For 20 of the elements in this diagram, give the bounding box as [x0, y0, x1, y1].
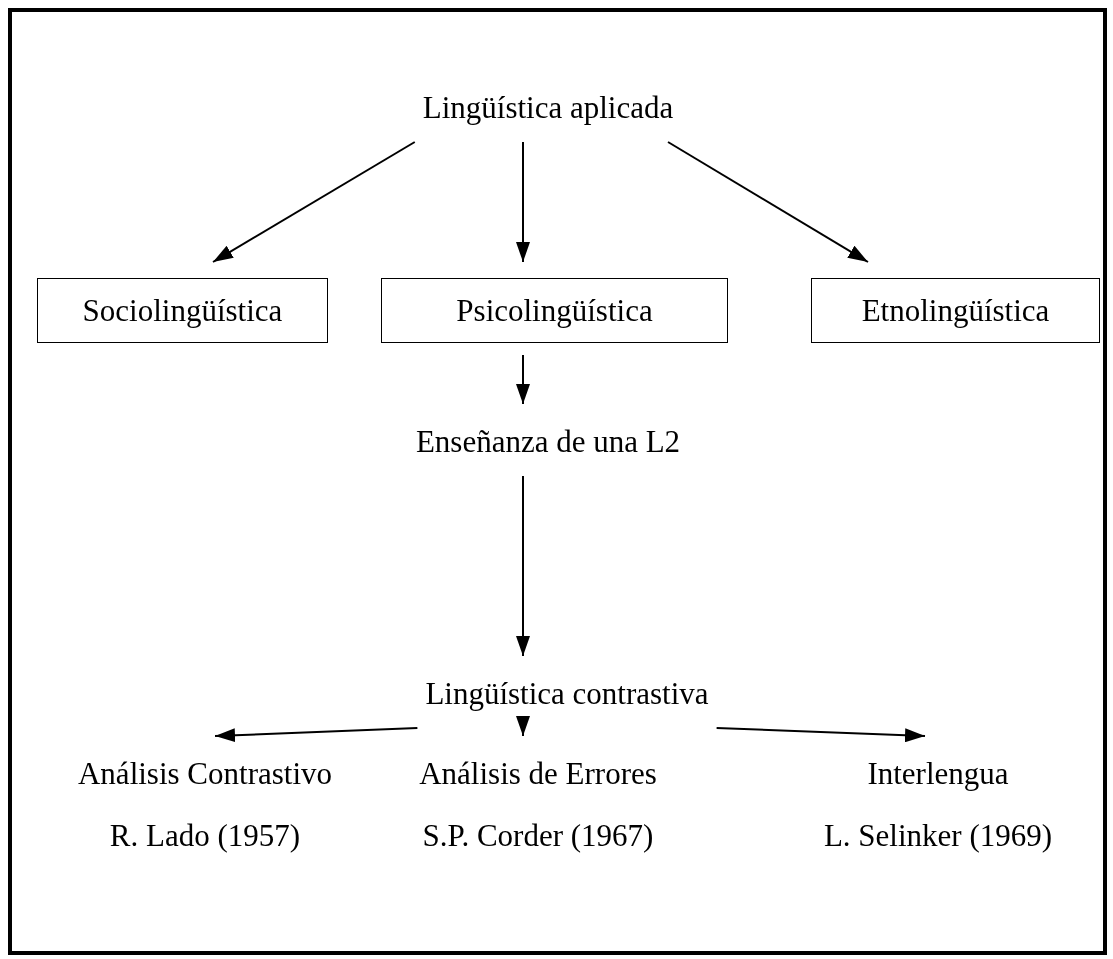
concept-label: Lingüística contrastiva [425, 676, 709, 712]
arrow [516, 141, 530, 263]
concept-label: Análisis Contrastivo [78, 756, 332, 792]
arrow [212, 141, 416, 263]
arrow [214, 727, 419, 743]
concept-label: Enseñanza de una L2 [415, 424, 681, 460]
category-box: Sociolingüística [37, 278, 328, 343]
arrow [715, 727, 926, 743]
arrow [516, 475, 530, 657]
arrow [667, 141, 869, 263]
concept-label: Lingüística aplicada [422, 90, 674, 126]
author-label: S.P. Corder (1967) [421, 818, 655, 854]
category-box: Etnolingüística [811, 278, 1100, 343]
concept-label: Interlengua [866, 756, 1010, 792]
arrow [516, 354, 530, 405]
category-box: Psicolingüística [381, 278, 728, 343]
arrow [516, 716, 530, 737]
author-label: R. Lado (1957) [108, 818, 302, 854]
author-label: L. Selinker (1969) [823, 818, 1053, 854]
concept-label: Análisis de Errores [419, 756, 657, 792]
